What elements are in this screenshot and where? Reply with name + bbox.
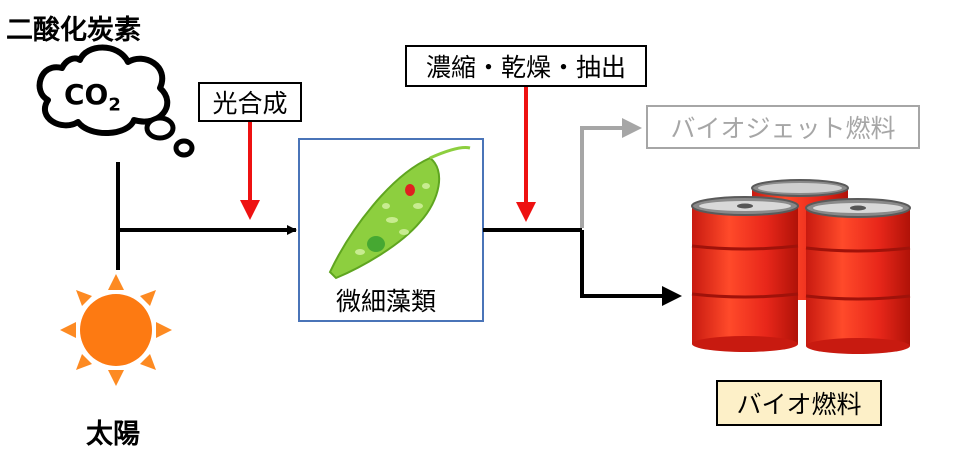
oil-barrels-icon	[691, 179, 911, 354]
co2-text: CO	[64, 78, 109, 111]
process-label: 濃縮・乾燥・抽出	[405, 45, 647, 87]
biofuel-label: バイオ燃料	[716, 380, 882, 426]
co2-title: 二酸化炭素	[6, 15, 141, 46]
sun-label: 太陽	[86, 419, 140, 450]
co2-formula: CO2	[64, 78, 121, 116]
microalgae-icon	[328, 146, 471, 280]
microalgae-label: 微細藻類	[336, 287, 437, 316]
co2-subscript: 2	[108, 94, 121, 116]
photosynthesis-label: 光合成	[198, 82, 302, 122]
jet-fuel-label: バイオジェット燃料	[646, 105, 920, 149]
cloud-icon	[36, 44, 195, 158]
sun-icon	[60, 274, 172, 386]
